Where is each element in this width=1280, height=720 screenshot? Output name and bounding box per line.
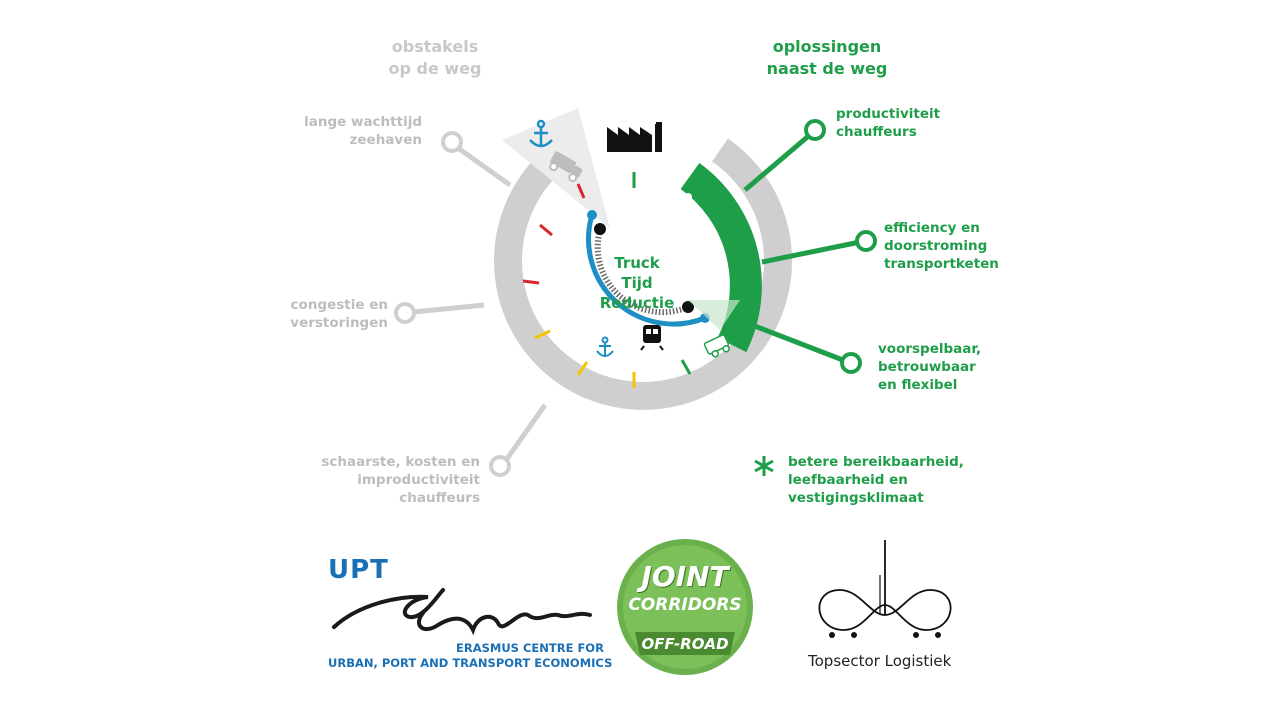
rail-wedge — [688, 300, 740, 330]
train-icon — [640, 325, 664, 351]
solution-node-predictable — [840, 352, 862, 374]
obstacle-node-scarcity — [489, 455, 511, 477]
obstacle-label-scarcity: schaarste, kosten en improductiviteit ch… — [321, 454, 480, 506]
obstacle-ring — [494, 138, 792, 410]
joint-corridors-badge — [617, 539, 753, 675]
erasmus-signature — [332, 588, 592, 636]
solution-node-productivity — [804, 119, 826, 141]
truck-icon-grey — [549, 151, 583, 183]
solution-label-accessibility: betere bereikbaarheid, leefbaarheid en v… — [788, 454, 964, 506]
ring-ticks — [522, 172, 692, 388]
topsector-infinity-mark — [818, 540, 952, 638]
header-obstacles: obstakels op de weg — [388, 37, 482, 78]
solution-label-efficiency: efficiency en doorstroming transportkete… — [884, 220, 999, 272]
solution-label-predictable: voorspelbaar, betrouwbaar en flexibel — [878, 341, 982, 393]
erasmus-subtitle-2: URBAN, PORT AND TRANSPORT ECONOMICS — [328, 656, 613, 670]
blue-arc-start-dot — [587, 210, 597, 220]
solution-connector-efficiency — [761, 239, 861, 265]
erasmus-subtitle-1: ERASMUS CENTRE FOR — [456, 641, 604, 655]
truck-icon-green-top — [684, 193, 692, 201]
solution-label-productivity: productiviteit chauffeurs — [836, 106, 941, 140]
obstacle-connector-congestion — [413, 302, 485, 315]
anchor-icon-bottom — [596, 336, 614, 357]
solution-node-efficiency — [855, 230, 877, 252]
header-solutions: oplossingen naast de weg — [766, 37, 888, 78]
rail-start-dot — [594, 223, 606, 235]
solution-connector-productivity — [743, 131, 814, 192]
solution-segment — [680, 163, 762, 353]
anchor-icon-top — [529, 119, 553, 148]
topsector-name: Topsector Logistiek — [808, 652, 952, 670]
asterisk-icon — [754, 456, 774, 476]
rail-end-dot — [682, 301, 694, 313]
topsector-logo: Topsector Logistiek — [800, 535, 970, 675]
obstacle-connector-scarcity — [501, 403, 548, 465]
center-title: Truck Tijd Reductie — [599, 254, 675, 312]
blue-inner-arc — [586, 214, 706, 327]
erasmus-upt-logo: UPT ERASMUS CENTRE FOR URBAN, PORT AND T… — [328, 555, 613, 670]
solution-connector-predictable — [751, 322, 849, 365]
joint-corridors-logo: JOINT CORRIDORS OFF-ROAD — [615, 537, 755, 677]
factory-icon — [607, 122, 662, 152]
truck-icon-green-bottom — [703, 334, 730, 358]
obstacle-label-waiting: lange wachttijd zeehaven — [304, 114, 422, 148]
obstacle-connector-waiting — [456, 145, 512, 188]
obstacle-node-waiting — [441, 131, 463, 153]
obstacle-label-congestion: congestie en verstoringen — [290, 297, 388, 331]
obstacle-node-congestion — [394, 302, 416, 324]
